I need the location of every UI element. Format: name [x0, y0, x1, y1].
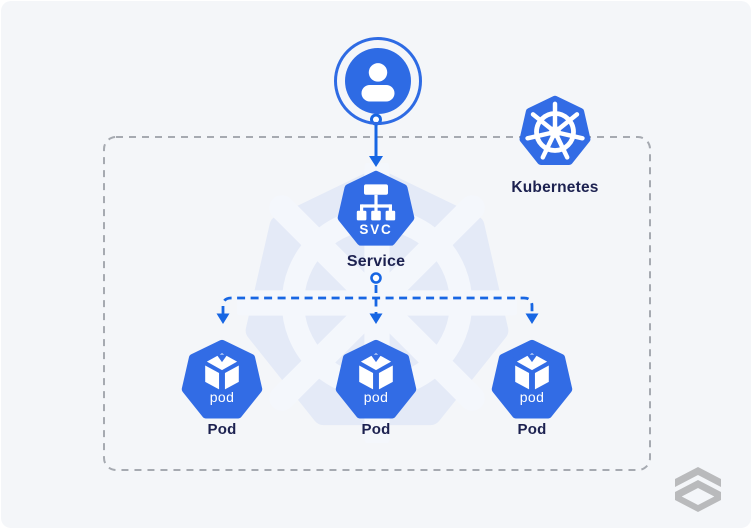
kubernetes-watermark-icon [237, 163, 517, 443]
kubernetes-logo [518, 95, 592, 169]
isometric-cube-logo [675, 467, 721, 512]
user-icon [361, 63, 395, 102]
user-avatar-circle [345, 48, 411, 114]
user-node [334, 37, 422, 125]
kubernetes-helm-wheel-icon [519, 95, 591, 166]
pod-label-2: Pod [361, 421, 391, 438]
pod-label-3: Pod [517, 421, 547, 438]
kubernetes-label: Kubernetes [511, 179, 599, 196]
pod-label-1: Pod [207, 421, 237, 438]
service-label: Service [346, 253, 406, 270]
